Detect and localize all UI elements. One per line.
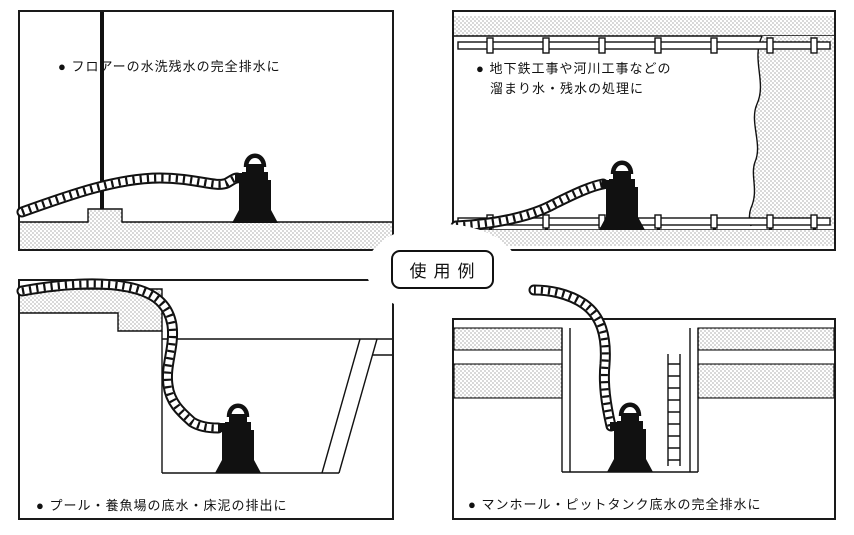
panel-caption-line2: 溜まり水・残水の処理に [490, 81, 645, 96]
panel-caption: ● マンホール・ピットタンク底水の完全排水に [468, 497, 762, 512]
panel-caption: ● プール・養魚場の底水・床泥の排出に [36, 498, 288, 513]
discharge-hose-icon [528, 284, 617, 432]
usage-example-text: 使用例 [409, 261, 482, 281]
panel-floor-drainage: ● フロアーの水洗残水の完全排水に [16, 10, 394, 251]
submersible-pump-icon [232, 153, 278, 223]
tunnel-wall [748, 35, 834, 227]
pool-walls [161, 331, 392, 474]
submersible-pump-icon [599, 160, 645, 230]
panel-construction-site: ● 地下鉄工事や河川工事などの 溜まり水・残水の処理に [450, 10, 836, 251]
ground [20, 208, 392, 249]
floor-drainage-illustration [16, 12, 392, 249]
floor-gravel [454, 230, 834, 246]
discharge-hose-icon [450, 178, 609, 232]
manhole-drainage-illustration [453, 284, 835, 473]
soil-layers [453, 327, 835, 399]
tunnel-ceiling [454, 16, 834, 36]
construction-site-illustration [450, 16, 834, 246]
submersible-pump-icon [607, 402, 653, 472]
panel-caption-line1: ● 地下鉄工事や河川工事などの [476, 61, 672, 76]
discharge-hose-icon [16, 278, 224, 434]
upper-pipe [457, 37, 831, 54]
submersible-pump-icon [215, 403, 261, 473]
ladder-icon [667, 354, 681, 466]
standpipe-icon [100, 12, 104, 209]
usage-example-badge: 使用例 [390, 249, 494, 289]
panel-pool-drainage: ● プール・養魚場の底水・床泥の排出に [16, 278, 394, 520]
center-label-oval: 使用例 [366, 224, 518, 314]
panel-manhole-drainage: ● マンホール・ピットタンク底水の完全排水に [452, 284, 836, 520]
panel-caption: ● フロアーの水洗残水の完全排水に [58, 59, 281, 74]
discharge-hose-icon [16, 172, 243, 218]
pool-drainage-illustration [16, 278, 392, 474]
